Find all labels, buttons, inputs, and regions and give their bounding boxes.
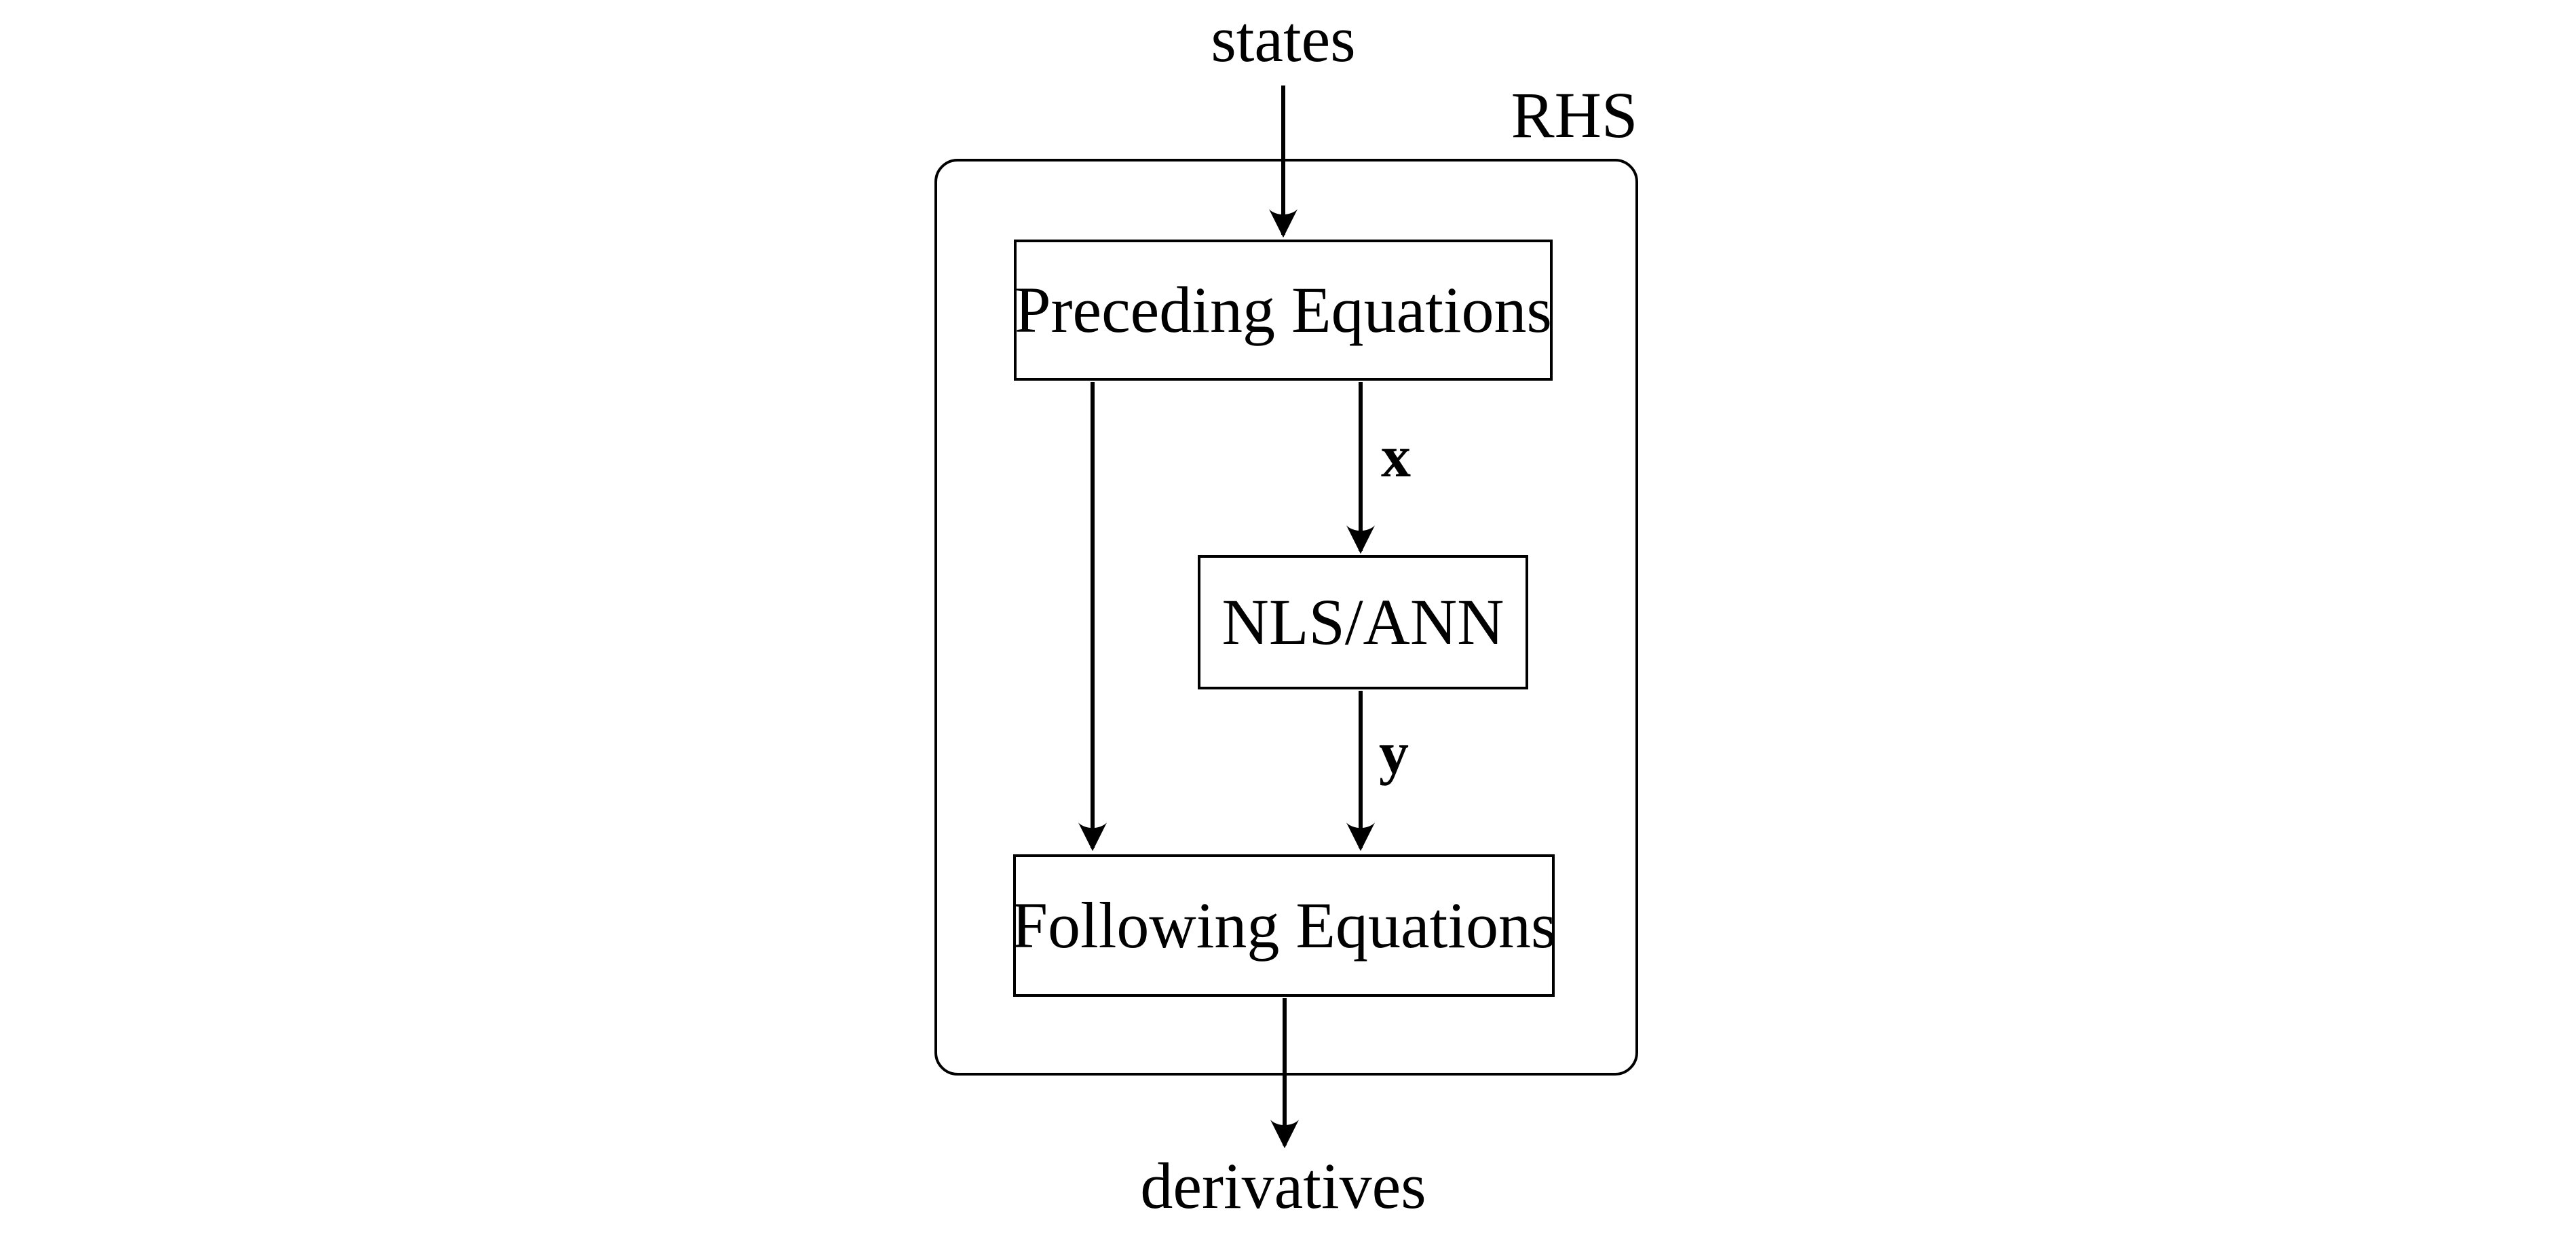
states-label: states xyxy=(1211,3,1356,75)
edge-label-y: y xyxy=(1379,721,1409,786)
nls-ann-label: NLS/ANN xyxy=(1221,586,1504,658)
following-equations-box: Following Equations xyxy=(1011,854,1557,997)
nls-ann-box: NLS/ANN xyxy=(1198,555,1528,689)
rhs-container-label: RHS xyxy=(1511,79,1638,151)
preceding-equations-box: Preceding Equations xyxy=(1014,240,1553,381)
derivatives-label: derivatives xyxy=(1140,1150,1426,1222)
following-equations-label: Following Equations xyxy=(1011,889,1557,962)
preceding-equations-label: Preceding Equations xyxy=(1015,273,1552,346)
edge-label-x: x xyxy=(1381,424,1411,490)
